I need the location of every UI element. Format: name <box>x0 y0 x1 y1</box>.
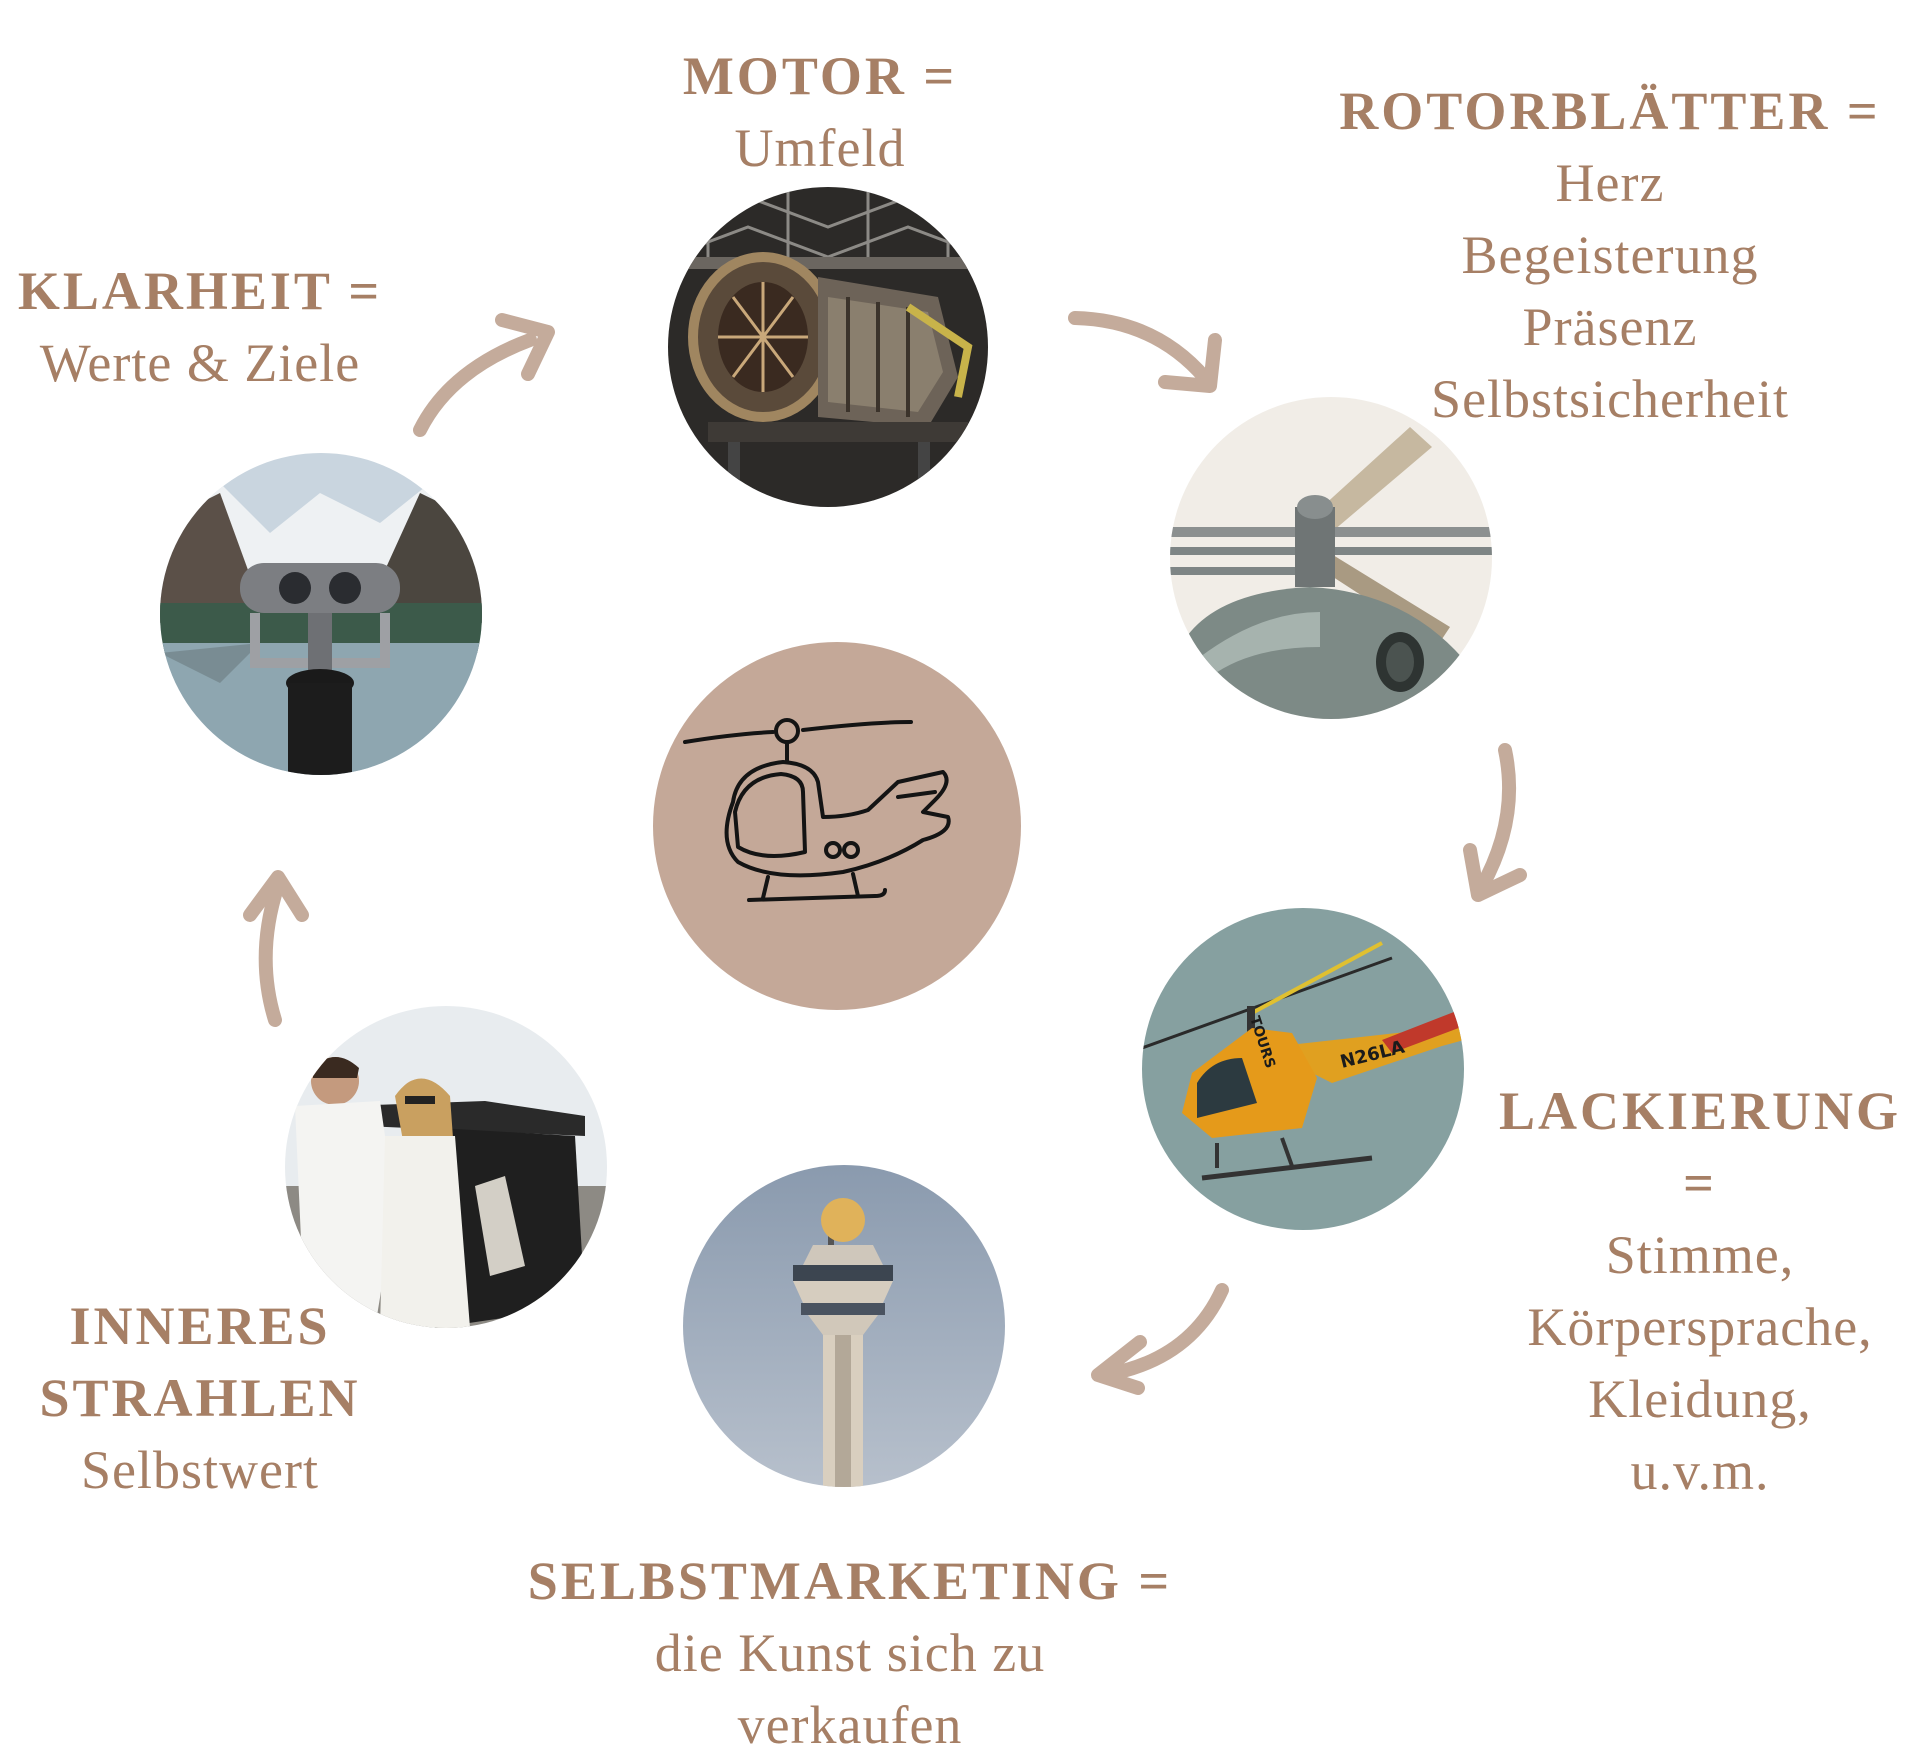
center-helicopter-circle <box>653 642 1021 1010</box>
lackierung-heading: LACKIERUNG = <box>1498 1081 1902 1213</box>
rotor-label: ROTORBLÄTTER = Herz Begeisterung Präsenz… <box>1310 75 1910 435</box>
lackierung-label: LACKIERUNG = Stimme, Körpersprache, Klei… <box>1480 1075 1920 1507</box>
inneres-label: INNERES STRAHLEN Selbstwert <box>20 1290 380 1506</box>
lackierung-line-4: u.v.m. <box>1630 1441 1770 1501</box>
selbstmarketing-line-1: die Kunst sich zu <box>654 1623 1046 1683</box>
arrow-rotor-to-lackierung <box>1463 743 1527 902</box>
klarheit-label: KLARHEIT = Werte & Ziele <box>10 255 390 399</box>
rotor-heading: ROTORBLÄTTER = <box>1339 81 1881 141</box>
yellow-helicopter-photo: N26LA TOURS <box>1142 908 1464 1230</box>
rotor-line-2: Begeisterung <box>1461 225 1759 285</box>
selbstmarketing-heading: SELBSTMARKETING = <box>527 1551 1173 1611</box>
klarheit-heading: KLARHEIT = <box>17 261 383 321</box>
lackierung-line-1: Stimme, <box>1605 1225 1795 1285</box>
couple-photo <box>285 1006 607 1328</box>
lackierung-line-2: Körpersprache, <box>1527 1297 1873 1357</box>
selbstmarketing-label: SELBSTMARKETING = die Kunst sich zu verk… <box>500 1545 1200 1761</box>
arrow-inneres-to-klarheit <box>243 870 309 1027</box>
inneres-heading-2: STRAHLEN <box>39 1368 361 1428</box>
lackierung-line-3: Kleidung, <box>1588 1369 1812 1429</box>
motor-label: MOTOR = Umfeld <box>640 40 1000 184</box>
klarheit-line-1: Werte & Ziele <box>39 333 361 393</box>
tower-photo <box>683 1165 1005 1487</box>
motor-line-1: Umfeld <box>734 118 906 178</box>
arrow-klarheit-to-motor <box>413 313 555 437</box>
motor-heading: MOTOR = <box>682 46 958 106</box>
arrow-lackierung-to-selbstmarketing <box>1091 1283 1229 1395</box>
selbstmarketing-line-2: verkaufen <box>737 1695 963 1755</box>
rotor-line-1: Herz <box>1555 153 1665 213</box>
binocular-photo <box>160 453 482 775</box>
rotor-line-3: Präsenz <box>1522 297 1698 357</box>
rotor-photo <box>1170 397 1492 719</box>
inneres-line-1: Selbstwert <box>81 1440 319 1500</box>
rotor-line-4: Selbstsicherheit <box>1431 369 1789 429</box>
inneres-heading-1: INNERES <box>69 1296 331 1356</box>
engine-photo <box>668 187 988 507</box>
arrow-motor-to-rotor <box>1068 311 1222 393</box>
